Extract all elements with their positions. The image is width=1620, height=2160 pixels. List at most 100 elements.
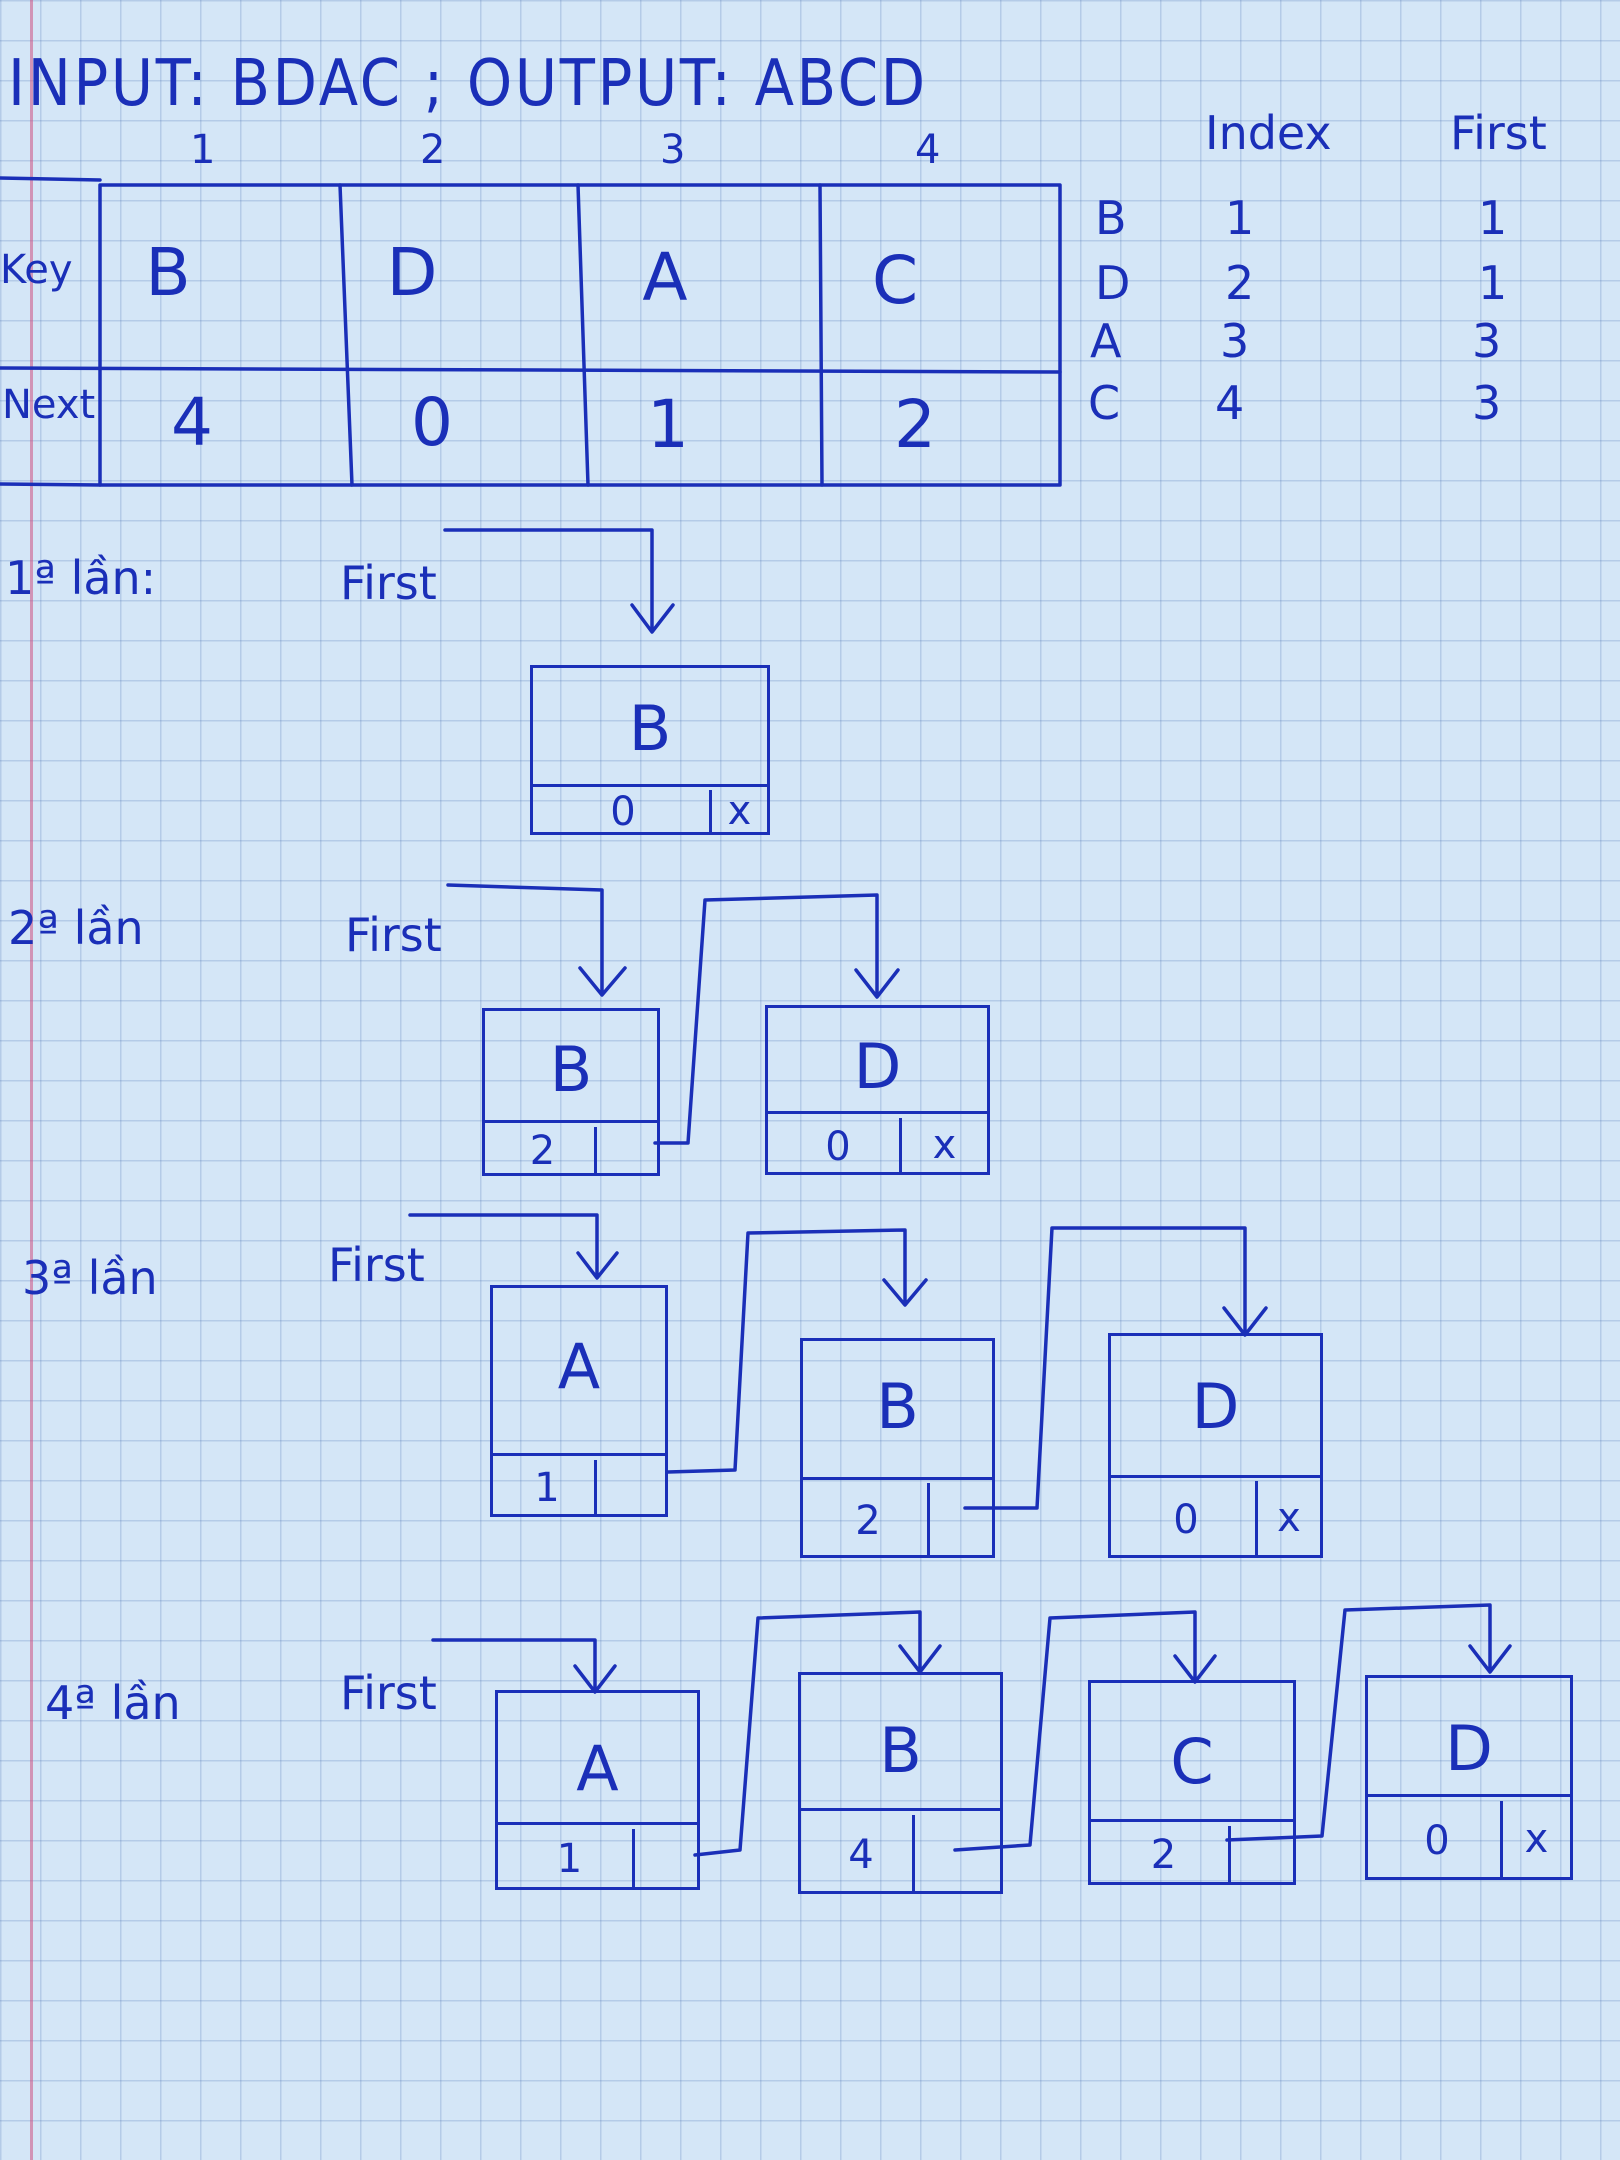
next-cell: 4 (171, 384, 213, 461)
notebook-margin-line (30, 0, 33, 2160)
list-node: B 0 x (530, 665, 770, 835)
page-title: INPUT: BDAC ; OUTPUT: ABCD (8, 47, 928, 121)
column-number: 2 (420, 127, 446, 173)
side-key: C (1088, 376, 1121, 430)
node-key: C (1170, 1725, 1214, 1798)
link-arrow (1225, 1603, 1512, 1842)
table-col-divider (576, 183, 590, 487)
node-pointer (912, 1815, 1000, 1891)
column-number: 1 (190, 127, 216, 173)
key-cell: D (386, 234, 438, 311)
list-node: A 1 (490, 1285, 668, 1517)
node-pointer (632, 1829, 697, 1887)
node-next: 0 (1173, 1497, 1199, 1543)
side-first: 3 (1472, 376, 1502, 430)
null-pointer: x (709, 790, 767, 832)
first-label: First (340, 1666, 437, 1720)
first-arrow (443, 528, 675, 634)
first-arrow (431, 1638, 617, 1694)
list-node: A 1 (495, 1690, 700, 1890)
next-cell: 1 (647, 386, 689, 463)
node-next: 1 (556, 1836, 583, 1882)
list-node: B 2 (800, 1338, 995, 1558)
row-label-next: Next (2, 382, 96, 428)
node-key: B (879, 1714, 922, 1787)
side-header-first: First (1450, 106, 1547, 160)
side-index: 2 (1225, 256, 1255, 310)
node-pointer (1228, 1826, 1293, 1882)
next-cell: 2 (894, 386, 936, 463)
next-cell: 0 (411, 384, 453, 461)
node-key: B (549, 1033, 593, 1106)
table-frame-left (0, 176, 102, 487)
table-col-divider (338, 183, 354, 487)
side-header-index: Index (1205, 106, 1332, 160)
node-pointer-row (493, 1453, 665, 1514)
first-arrow (408, 1213, 619, 1280)
node-key: D (853, 1030, 902, 1103)
column-number: 3 (660, 127, 686, 173)
node-key: A (557, 1330, 601, 1403)
link-arrow (653, 893, 900, 1145)
null-pointer: x (1500, 1801, 1570, 1877)
node-pointer-row (768, 1111, 987, 1172)
node-next: 4 (848, 1832, 874, 1878)
key-cell: C (871, 242, 919, 319)
side-key: B (1095, 191, 1127, 245)
first-label: First (345, 908, 442, 962)
node-key: A (576, 1732, 619, 1805)
node-pointer-row (498, 1822, 697, 1887)
step-label: 1ª lần: (5, 551, 157, 605)
node-pointer-row (1368, 1794, 1570, 1877)
node-next: 1 (534, 1465, 560, 1511)
node-next: 2 (855, 1498, 881, 1544)
side-index: 1 (1225, 191, 1255, 245)
table-border (98, 183, 1062, 487)
node-pointer-row (1111, 1475, 1320, 1555)
node-pointer (594, 1460, 665, 1514)
side-first: 1 (1478, 191, 1508, 245)
node-pointer-row (485, 1120, 657, 1173)
side-index: 4 (1215, 376, 1245, 430)
table-row-divider (0, 366, 1062, 374)
list-node: C 2 (1088, 1680, 1296, 1885)
step-label: 2ª lần (8, 901, 144, 955)
node-next: 0 (825, 1124, 851, 1170)
node-pointer (927, 1483, 992, 1555)
first-label: First (340, 556, 437, 610)
node-pointer-row (801, 1808, 1000, 1891)
node-pointer-row (533, 784, 767, 832)
side-first: 3 (1472, 314, 1502, 368)
table-col-divider (818, 183, 824, 487)
step-label: 4ª lần (45, 1676, 181, 1730)
key-cell: B (145, 234, 191, 311)
first-arrow (446, 883, 627, 997)
column-number: 4 (915, 127, 941, 173)
null-pointer: x (899, 1118, 987, 1172)
list-node: B 2 (482, 1008, 660, 1176)
node-key: B (876, 1370, 919, 1443)
row-label-key: Key (0, 247, 73, 293)
node-key: D (1445, 1712, 1493, 1785)
first-label: First (328, 1238, 425, 1292)
node-pointer-row (803, 1477, 992, 1555)
side-key: A (1090, 314, 1122, 368)
node-pointer-row (1091, 1819, 1293, 1882)
list-node: D 0 x (1365, 1675, 1573, 1880)
node-key: D (1191, 1370, 1240, 1443)
step-label: 3ª lần (22, 1251, 158, 1305)
key-cell: A (642, 239, 688, 316)
node-next: 0 (610, 789, 636, 835)
node-next: 2 (529, 1128, 556, 1174)
node-pointer (594, 1127, 657, 1173)
link-arrow (666, 1228, 928, 1474)
side-key: D (1095, 256, 1131, 310)
node-key: B (628, 692, 672, 765)
list-node: B 4 (798, 1672, 1003, 1894)
side-index: 3 (1220, 314, 1250, 368)
null-pointer: x (1255, 1481, 1320, 1555)
list-node: D 0 x (765, 1005, 990, 1175)
node-next: 2 (1150, 1832, 1177, 1878)
node-next: 0 (1424, 1818, 1450, 1864)
